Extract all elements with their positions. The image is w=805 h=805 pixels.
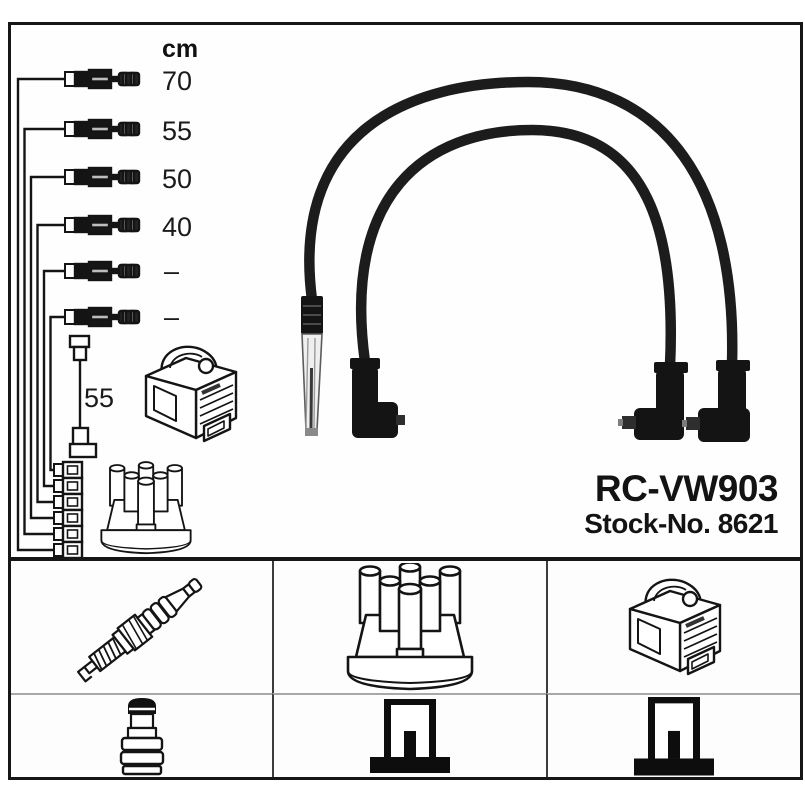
- length-label: –: [164, 302, 179, 332]
- component-legend-grid: [8, 557, 803, 780]
- cable-outer: [304, 76, 738, 370]
- distributor-side-connector: [52, 508, 84, 528]
- length-label: 50: [162, 164, 192, 194]
- cable-end-connector: [63, 68, 141, 90]
- distributor-cap-icon: [100, 461, 192, 555]
- cable-route-5: [42, 269, 65, 488]
- spark-plug-icon: [70, 570, 208, 688]
- distributor-side-connector: [52, 540, 84, 557]
- unit-label: cm: [162, 35, 198, 63]
- distributor-side-connector: [52, 460, 84, 480]
- cable-route-4: [36, 223, 65, 504]
- din-terminal-icon: [634, 697, 714, 776]
- length-labels: cm 70 55 50 40 – – 55: [84, 35, 198, 413]
- cable-end-connector: [63, 166, 141, 188]
- length-label: 70: [162, 66, 192, 96]
- cable-end-connector: [63, 214, 141, 236]
- distributor-side-connector: [52, 524, 84, 544]
- length-label: 55: [162, 116, 192, 146]
- legend-cell-distributor-cap: [272, 561, 546, 693]
- distributor-side-connector: [52, 492, 84, 512]
- upper-panel: cm 70 55 50 40 – – 55: [16, 35, 750, 557]
- elbow-boot: [682, 360, 750, 442]
- ignition-coil-icon: [628, 577, 722, 676]
- length-label: –: [164, 256, 179, 286]
- cable-end-connector: [63, 306, 141, 328]
- ignition-coil-icon: [144, 344, 238, 443]
- legend-cell-spark-plug: [11, 561, 272, 693]
- cable-end-connector: [63, 260, 141, 282]
- product-photo: [301, 76, 750, 442]
- part-number-block: RC-VW903 Stock-No. 8621: [584, 469, 778, 539]
- coil-wire-length-label: 55: [84, 383, 114, 413]
- cable-route-6: [49, 315, 65, 472]
- elbow-boot: [350, 358, 405, 438]
- legend-cell-plug-terminal: [11, 693, 272, 777]
- din-terminal-icon: [370, 699, 450, 773]
- cable-inner: [355, 124, 677, 372]
- legend-cell-din-terminal: [272, 693, 546, 777]
- part-number: RC-VW903: [594, 468, 779, 509]
- outer-border-box: cm 70 55 50 40 – – 55: [8, 22, 803, 780]
- plug-terminal-icon: [119, 696, 164, 776]
- straight-plug-connector: [301, 296, 323, 436]
- legend-cell-din-terminal: [546, 693, 800, 777]
- stock-number: Stock-No. 8621: [584, 507, 778, 539]
- cable-route-1: [16, 77, 65, 552]
- length-label: 40: [162, 212, 192, 242]
- cable-end-connector: [63, 118, 141, 140]
- distributor-cap-icon: [346, 563, 474, 691]
- cable-route-2: [23, 127, 65, 536]
- elbow-boot: [618, 362, 688, 440]
- distributor-side-connector: [52, 476, 84, 496]
- measurement-diagram: [16, 68, 238, 557]
- coil-wire: [68, 334, 98, 459]
- legend-cell-ignition-coil: [546, 561, 800, 693]
- cable-route-3: [29, 175, 65, 520]
